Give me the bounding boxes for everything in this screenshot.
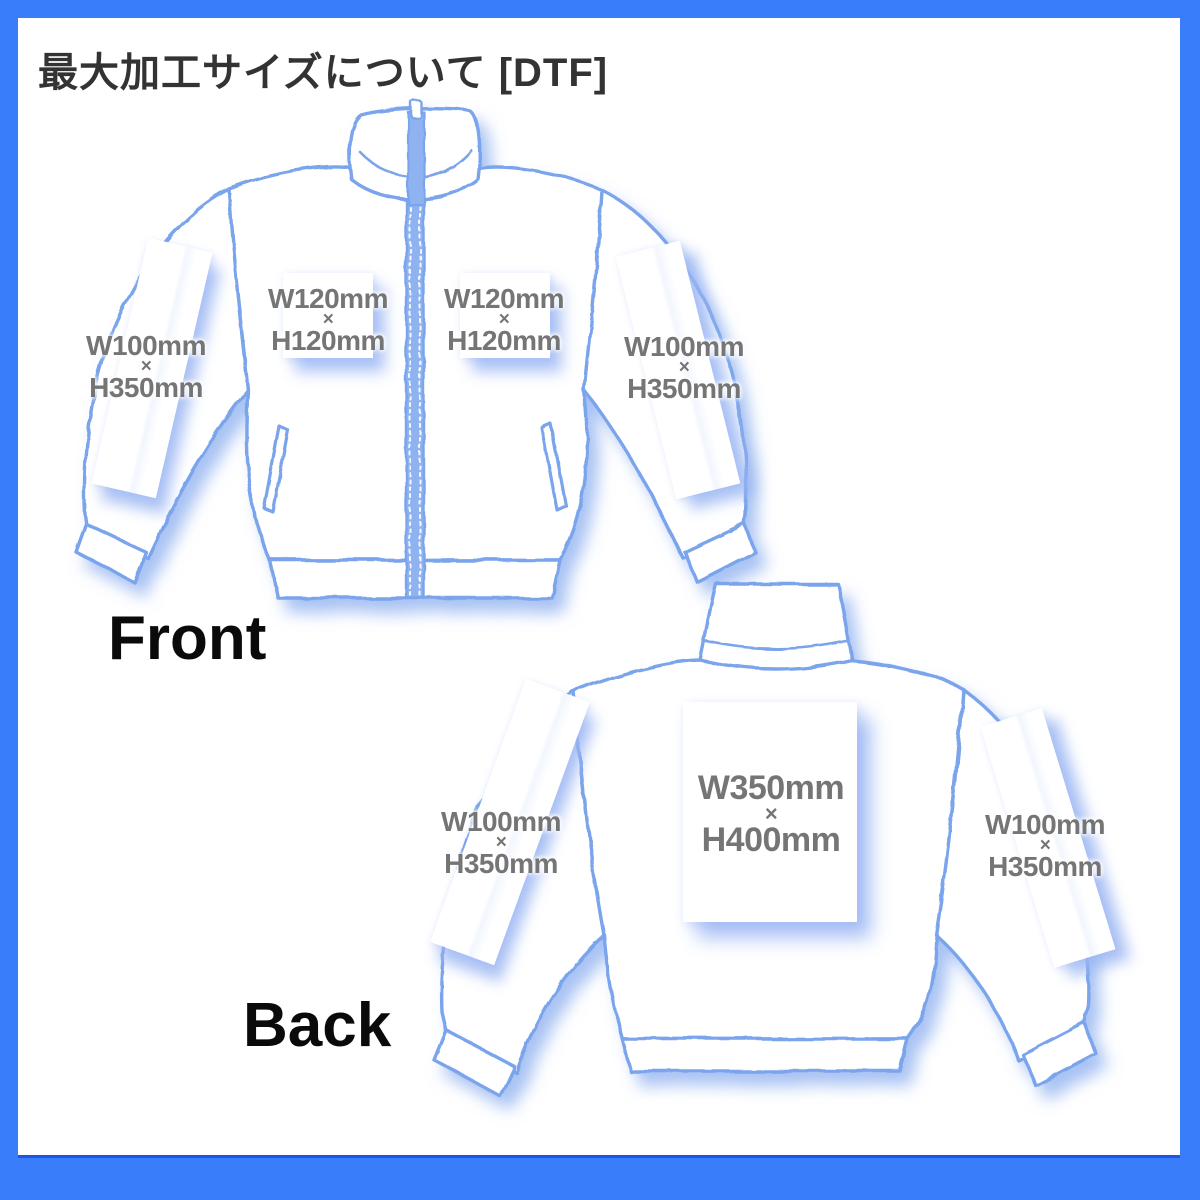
multiply-sign: × xyxy=(495,832,507,853)
size-height: H350mm xyxy=(627,373,741,404)
multiply-sign: × xyxy=(140,356,152,377)
size-width: W100mm xyxy=(441,806,561,837)
back-hem-band xyxy=(620,1037,910,1073)
front-right-chest-print-area xyxy=(460,273,550,358)
size-height: H350mm xyxy=(444,848,558,879)
front-zipper-pull xyxy=(409,98,423,120)
size-width: W350mm xyxy=(697,769,845,807)
size-height: H350mm xyxy=(89,372,203,403)
front-left-chest-print-area xyxy=(283,273,373,358)
back-right-sleeve-size-label: W100mm × H350mm xyxy=(950,811,1140,881)
front-left-sleeve-size-label: W100mm × H350mm xyxy=(51,332,241,402)
back-caption: Back xyxy=(243,991,392,1060)
front-collar-zipper xyxy=(406,110,426,206)
back-right-cuff xyxy=(1020,1020,1098,1088)
multiply-sign: × xyxy=(1039,835,1051,856)
front-zipper xyxy=(404,194,426,600)
multiply-sign: × xyxy=(678,357,690,378)
back-collar-seam xyxy=(702,639,851,651)
front-left-chest-size-label: W120mm × H120mm xyxy=(233,285,423,355)
back-collar xyxy=(698,582,854,671)
size-height: H120mm xyxy=(271,325,385,356)
front-left-pocket xyxy=(262,424,290,514)
multiply-sign: × xyxy=(764,801,778,826)
size-height: H120mm xyxy=(447,325,561,356)
multiply-sign: × xyxy=(322,309,334,330)
front-left-cuff xyxy=(74,522,148,584)
size-height: H350mm xyxy=(988,851,1102,882)
front-right-sleeve-size-label: W100mm × H350mm xyxy=(589,333,779,403)
size-width: W120mm xyxy=(444,283,564,314)
front-caption: Front xyxy=(108,604,267,673)
multiply-sign: × xyxy=(498,309,510,330)
back-center-size-label: W350mm × H400mm xyxy=(651,771,891,857)
back-center-print-area xyxy=(683,702,857,922)
front-right-pocket xyxy=(540,422,568,512)
size-width: W120mm xyxy=(268,283,388,314)
size-width: W100mm xyxy=(985,809,1105,840)
front-right-chest-size-label: W120mm × H120mm xyxy=(409,285,599,355)
size-height: H400mm xyxy=(701,821,841,859)
page-title: 最大加工サイズについて [DTF] xyxy=(38,51,609,95)
back-left-sleeve-size-label: W100mm × H350mm xyxy=(406,808,596,878)
front-right-cuff xyxy=(683,522,757,584)
back-left-cuff xyxy=(432,1028,516,1098)
size-width: W100mm xyxy=(86,330,206,361)
size-width: W100mm xyxy=(624,331,744,362)
